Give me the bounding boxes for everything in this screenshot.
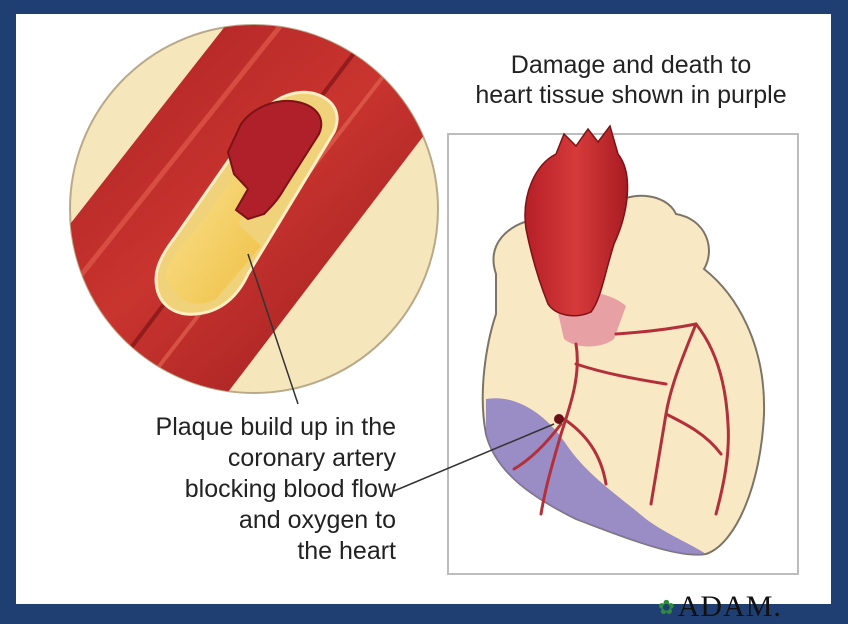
damage-caption-line1: Damage and death to <box>426 50 831 80</box>
heart-panel <box>448 126 798 574</box>
plaque-caption-line1: Plaque build up in the <box>46 412 396 443</box>
illustration-frame: Damage and death to heart tissue shown i… <box>16 14 831 604</box>
plaque-caption-line3: blocking blood flow <box>46 474 396 505</box>
plaque-caption-line4: and oxygen to <box>46 505 396 536</box>
plaque-caption-line5: the heart <box>46 536 396 567</box>
plaque-caption: Plaque build up in the coronary artery b… <box>46 412 396 567</box>
damage-caption-line2: heart tissue shown in purple <box>426 80 831 110</box>
adam-logo-text: ADAM. <box>678 590 782 624</box>
damage-caption: Damage and death to heart tissue shown i… <box>426 50 831 110</box>
blockage-site <box>554 414 564 424</box>
plaque-caption-line2: coronary artery <box>46 443 396 474</box>
adam-logo-icon: ✿ <box>658 595 676 620</box>
artery-magnifier <box>16 14 486 434</box>
adam-logo: ✿ ADAM. <box>658 590 782 624</box>
